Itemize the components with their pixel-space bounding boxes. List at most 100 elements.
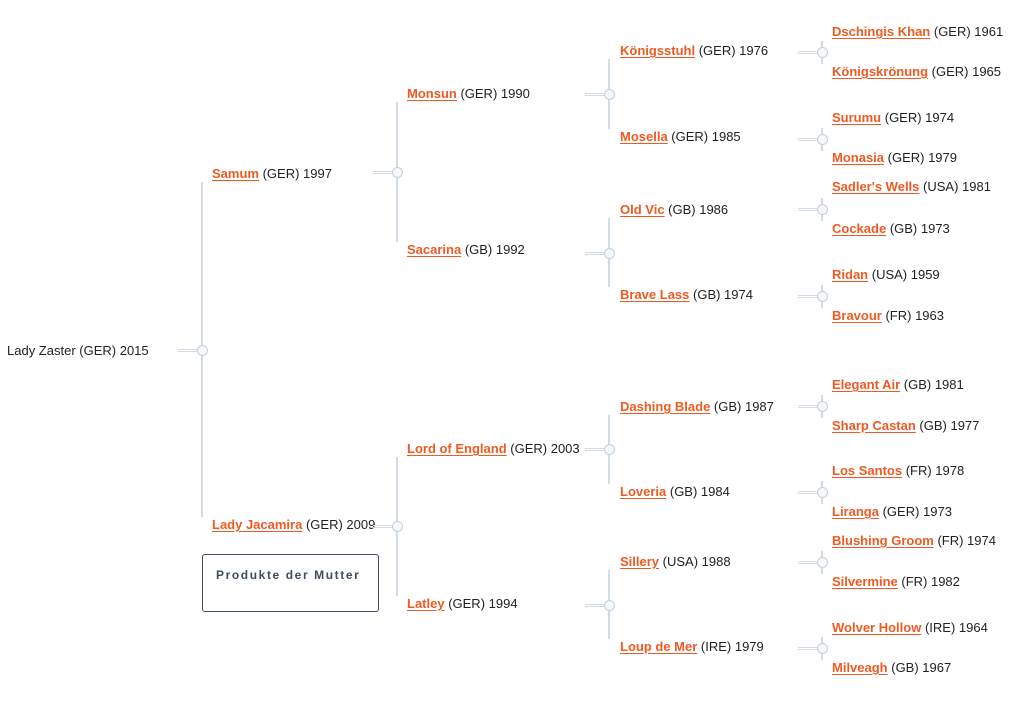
- connector-node-icon: [816, 203, 828, 215]
- horse-entry: Dschingis Khan (GER) 1961: [832, 23, 1003, 41]
- connector-node-icon: [816, 290, 828, 302]
- horse-name-link[interactable]: Monsun: [407, 86, 457, 101]
- horse-name-link[interactable]: Silvermine: [832, 574, 898, 589]
- connector-node-icon: [391, 166, 403, 178]
- horse-origin-year: (GER) 1985: [667, 129, 741, 144]
- connector-line: [798, 51, 822, 54]
- horse-entry: Sillery (USA) 1988: [620, 553, 731, 571]
- horse-origin-year: (GER) 2003: [506, 441, 580, 456]
- connector-node-icon: [603, 443, 615, 455]
- horse-entry: Cockade (GB) 1973: [832, 220, 950, 238]
- horse-entry: Monasia (GER) 1979: [832, 149, 957, 167]
- horse-origin-year: (FR) 1963: [881, 308, 944, 323]
- horse-origin-year: (USA) 1981: [919, 179, 991, 194]
- horse-entry: Silvermine (FR) 1982: [832, 573, 960, 591]
- connector-line: [178, 349, 202, 352]
- root-horse: Lady Zaster (GER) 2015: [7, 342, 149, 360]
- horse-entry: Lord of England (GER) 2003: [407, 440, 580, 458]
- horse-origin-year: (GER) 1974: [881, 110, 955, 125]
- horse-origin-year: (FR) 1982: [897, 574, 960, 589]
- dam-products-button[interactable]: Produkte der Mutter: [202, 554, 379, 612]
- horse-name-link[interactable]: Dschingis Khan: [832, 24, 931, 39]
- connector-line: [585, 448, 609, 451]
- horse-name-link[interactable]: Elegant Air: [832, 377, 901, 392]
- connector-node-icon: [603, 599, 615, 611]
- horse-entry: Königsstuhl (GER) 1976: [620, 42, 768, 60]
- horse-name-link[interactable]: Old Vic: [620, 202, 665, 217]
- horse-name-link[interactable]: Sadler's Wells: [832, 179, 920, 194]
- horse-name-link[interactable]: Blushing Groom: [832, 533, 934, 548]
- horse-name-link[interactable]: Sacarina: [407, 242, 462, 257]
- horse-origin-year: (GER) 1965: [928, 64, 1002, 79]
- horse-name-link[interactable]: Los Santos: [832, 463, 903, 478]
- horse-name-link[interactable]: Königskrönung: [832, 64, 929, 79]
- horse-name-link[interactable]: Dashing Blade: [620, 399, 711, 414]
- connector-node-icon: [816, 133, 828, 145]
- horse-entry: Brave Lass (GB) 1974: [620, 286, 753, 304]
- horse-name-link[interactable]: Sharp Castan: [832, 418, 916, 433]
- horse-origin-year: (GER) 1961: [930, 24, 1004, 39]
- horse-origin-year: (GER) 1997: [258, 166, 332, 181]
- horse-name-link[interactable]: Latley: [407, 596, 445, 611]
- horse-entry: Dashing Blade (GB) 1987: [620, 398, 774, 416]
- horse-origin-year: (GB) 1986: [664, 202, 729, 217]
- horse-origin-year: (GER) 1994: [444, 596, 518, 611]
- horse-name-link[interactable]: Loveria: [620, 484, 667, 499]
- horse-entry: Ridan (USA) 1959: [832, 266, 940, 284]
- horse-entry: Lady Jacamira (GER) 2009: [212, 516, 375, 534]
- horse-name-link[interactable]: Milveagh: [832, 660, 888, 675]
- connector-node-icon: [816, 642, 828, 654]
- horse-entry: Bravour (FR) 1963: [832, 307, 944, 325]
- horse-origin-year: (IRE) 1964: [921, 620, 988, 635]
- horse-origin-year: (GER) 2015: [75, 343, 149, 358]
- horse-entry: Sacarina (GB) 1992: [407, 241, 525, 259]
- horse-name-link[interactable]: Samum: [212, 166, 259, 181]
- horse-name-link[interactable]: Monasia: [832, 150, 885, 165]
- horse-entry: Elegant Air (GB) 1981: [832, 376, 964, 394]
- horse-origin-year: (FR) 1974: [933, 533, 996, 548]
- horse-entry: Königskrönung (GER) 1965: [832, 63, 1001, 81]
- horse-origin-year: (GER) 1990: [456, 86, 530, 101]
- horse-name-link[interactable]: Sillery: [620, 554, 660, 569]
- horse-origin-year: (FR) 1978: [902, 463, 965, 478]
- horse-entry: Loveria (GB) 1984: [620, 483, 730, 501]
- horse-origin-year: (GB) 1973: [886, 221, 950, 236]
- connector-node-icon: [391, 520, 403, 532]
- horse-entry: Old Vic (GB) 1986: [620, 201, 728, 219]
- connector-node-icon: [816, 400, 828, 412]
- horse-name-link[interactable]: Wolver Hollow: [832, 620, 922, 635]
- horse-name-link[interactable]: Brave Lass: [620, 287, 690, 302]
- horse-origin-year: (GB) 1987: [710, 399, 774, 414]
- horse-name-link[interactable]: Bravour: [832, 308, 882, 323]
- horse-name: Lady Zaster: [7, 343, 76, 358]
- connector-line: [798, 138, 822, 141]
- horse-name-link[interactable]: Loup de Mer: [620, 639, 698, 654]
- horse-origin-year: (GER) 2009: [302, 517, 376, 532]
- horse-name-link[interactable]: Surumu: [832, 110, 882, 125]
- connector-node-icon: [603, 247, 615, 259]
- horse-name-link[interactable]: Lord of England: [407, 441, 507, 456]
- horse-origin-year: (GB) 1967: [887, 660, 952, 675]
- horse-name-link[interactable]: Ridan: [832, 267, 869, 282]
- horse-origin-year: (GER) 1973: [878, 504, 952, 519]
- horse-origin-year: (USA) 1959: [868, 267, 940, 282]
- horse-name-link[interactable]: Lady Jacamira: [212, 517, 303, 532]
- horse-entry: Blushing Groom (FR) 1974: [832, 532, 996, 550]
- connector-node-icon: [603, 88, 615, 100]
- connector-line: [585, 93, 609, 96]
- horse-name-link[interactable]: Cockade: [832, 221, 887, 236]
- horse-name-link[interactable]: Liranga: [832, 504, 879, 519]
- horse-entry: Sharp Castan (GB) 1977: [832, 417, 979, 435]
- horse-origin-year: (USA) 1988: [659, 554, 731, 569]
- connector-line: [798, 647, 822, 650]
- horse-entry: Samum (GER) 1997: [212, 165, 332, 183]
- horse-origin-year: (GER) 1979: [884, 150, 957, 165]
- connector-line: [798, 208, 822, 211]
- horse-name-link[interactable]: Königsstuhl: [620, 43, 696, 58]
- horse-entry: Latley (GER) 1994: [407, 595, 518, 613]
- connector-line: [798, 295, 822, 298]
- connector-line: [798, 491, 822, 494]
- connector-line: [585, 604, 609, 607]
- horse-origin-year: (GB) 1977: [915, 418, 980, 433]
- horse-name-link[interactable]: Mosella: [620, 129, 668, 144]
